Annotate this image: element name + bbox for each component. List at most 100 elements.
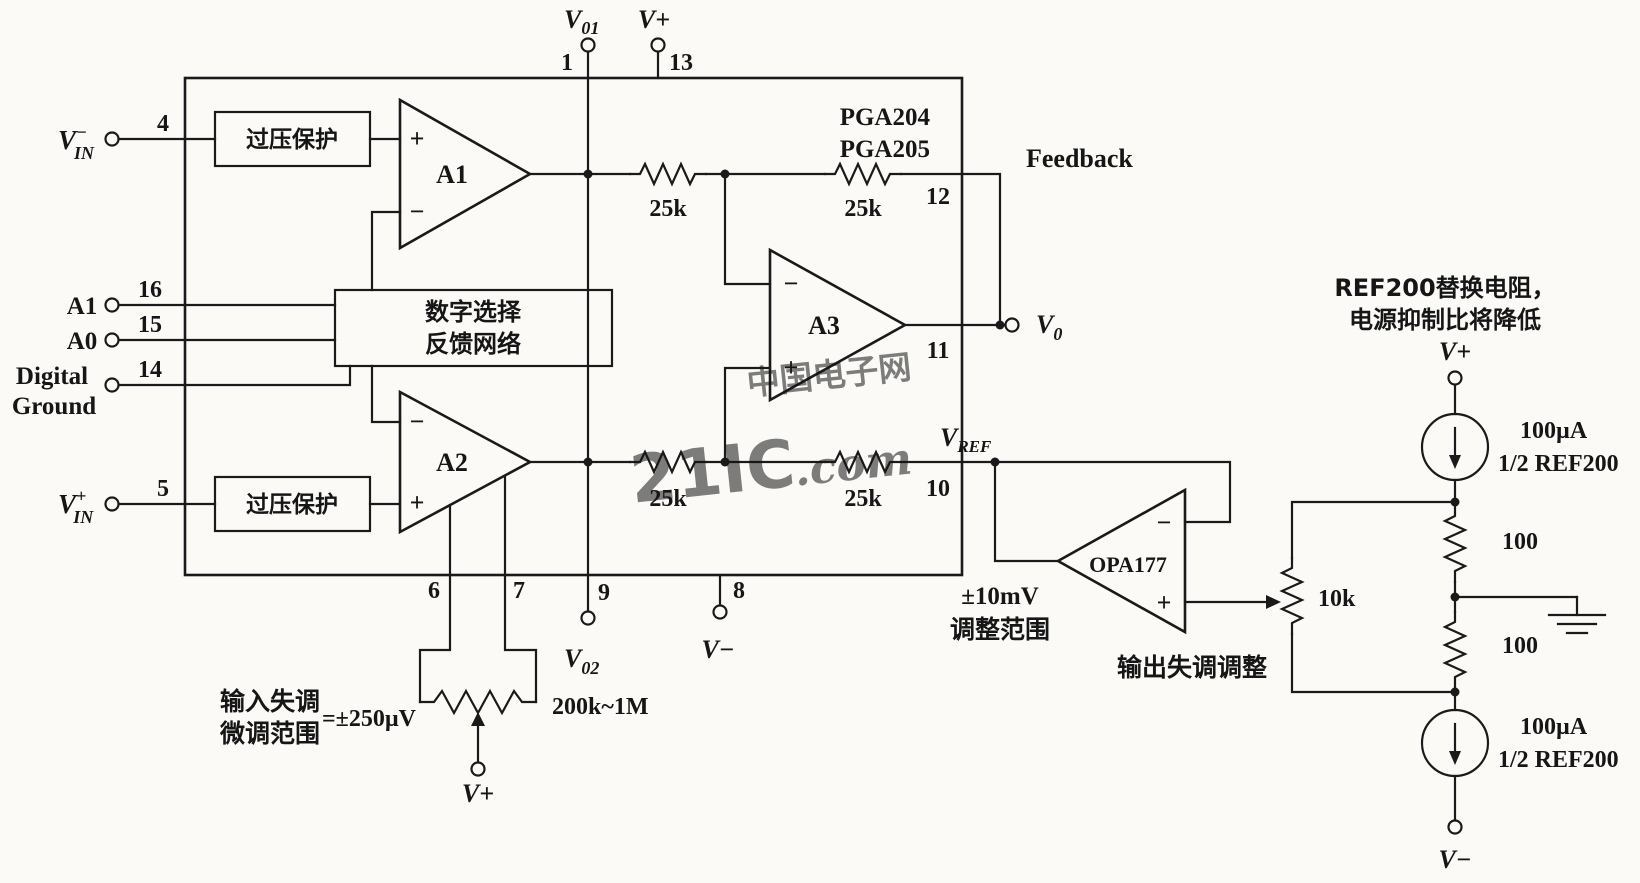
terminal-pin14: [104, 377, 120, 393]
label-25k-top-left: 25k: [649, 196, 687, 222]
pin-number-16: 16: [138, 277, 162, 303]
ic-boundary: [183, 76, 964, 577]
pin-number-1: 1: [561, 50, 573, 76]
terminal-pin4: [104, 131, 120, 147]
label-a1-select: A1: [67, 293, 98, 320]
opamp-a2: [398, 389, 533, 535]
a2-minus-sign: −: [410, 407, 425, 436]
label-opamp-a1: A1: [436, 160, 468, 189]
label-opa177: OPA177: [1089, 552, 1167, 577]
label-v02: V02: [564, 644, 599, 678]
a2-plus-sign: +: [410, 488, 425, 517]
label-input-offset-1: 输入失调: [220, 687, 320, 716]
label-network-2: 反馈网络: [425, 330, 521, 358]
label-network-1: 数字选择: [425, 298, 522, 326]
a1-minus-sign: −: [410, 197, 425, 226]
pin-number-14: 14: [138, 357, 162, 383]
pin-number-7: 7: [513, 578, 525, 604]
opa177-plus-sign: +: [1157, 588, 1172, 617]
label-cs2-current: 100µA: [1520, 714, 1588, 740]
label-pot-vplus: V+: [462, 779, 494, 808]
label-input-offset-value: =±250µV: [322, 706, 417, 732]
label-output-offset: 输出失调调整: [1117, 653, 1267, 682]
label-r100-bottom: 100: [1502, 633, 1538, 659]
terminal-v01: [580, 37, 596, 53]
terminal-chain-vminus: [1447, 819, 1463, 835]
label-cs2-device: 1/2 REF200: [1498, 747, 1619, 773]
label-feedback: Feedback: [1026, 144, 1133, 173]
label-v01: V01: [564, 5, 599, 38]
label-ovp-bottom: 过压保护: [246, 491, 338, 518]
label-cs1-current: 100µA: [1520, 418, 1588, 444]
label-adjust-range-1: ±10mV: [961, 583, 1039, 610]
label-cs1-device: 1/2 REF200: [1498, 451, 1619, 477]
label-ref200-note-1: REF200替换电阻，: [1334, 274, 1555, 302]
label-input-offset-2: 微调范围: [219, 719, 320, 748]
label-adjust-range-2: 调整范围: [950, 615, 1050, 644]
label-chain-vminus: V−: [1438, 845, 1471, 874]
label-vminus-pin8: V−: [701, 635, 734, 664]
opamp-a3: [768, 247, 908, 403]
terminal-v02: [580, 610, 596, 626]
terminal-pin15: [104, 332, 120, 348]
label-vref: VREF: [940, 423, 992, 456]
opa177-minus-sign: −: [1157, 508, 1172, 537]
label-25k-bottom-right: 25k: [844, 486, 882, 512]
pin-number-5: 5: [157, 476, 169, 502]
label-ref200-note-2: 电源抑制比将降低: [1349, 306, 1541, 334]
terminals: [104, 37, 1463, 835]
a1-plus-sign: +: [410, 124, 425, 153]
pin-number-12: 12: [926, 184, 950, 210]
label-pot-10k: 10k: [1318, 586, 1356, 612]
label-vin-neg: V−IN: [58, 122, 95, 163]
terminal-v0: [1004, 317, 1020, 333]
circuit-wires: [117, 50, 1579, 822]
label-vin-pos: V+IN: [58, 486, 94, 527]
pin-number-15: 15: [138, 312, 162, 338]
opamp-a1: [398, 97, 533, 251]
terminal-pin5: [104, 496, 120, 512]
opamp-opa177: [1055, 487, 1187, 635]
terminal-vminus-pin8: [712, 604, 728, 620]
pin-number-4: 4: [157, 111, 169, 137]
label-chain-vplus: V+: [1439, 337, 1471, 366]
feedback-network-box: [333, 288, 614, 368]
label-v0: V0: [1036, 310, 1062, 344]
pin-number-13: 13: [669, 50, 693, 76]
terminal-pin16: [104, 297, 120, 313]
watermark-suffix: .com: [792, 434, 915, 497]
label-ovp-top: 过压保护: [246, 126, 338, 153]
label-digital-ground-2: Ground: [12, 393, 96, 420]
pin-number-11: 11: [927, 338, 950, 364]
a3-minus-sign: −: [784, 269, 799, 298]
watermark: 中国电子网 21IC .com: [626, 347, 915, 519]
label-r100-top: 100: [1502, 529, 1538, 555]
label-part-pga204: PGA204: [840, 104, 931, 131]
a3-plus-sign: +: [784, 353, 799, 382]
wiper-arrow-10k: [1266, 595, 1281, 609]
junction-dots: [583, 169, 1460, 697]
label-25k-bottom-left: 25k: [649, 486, 687, 512]
label-a0-select: A0: [67, 328, 98, 355]
pin-number-8: 8: [733, 578, 745, 604]
label-opamp-a2: A2: [436, 448, 468, 477]
label-vplus-top: V+: [638, 5, 670, 34]
label-digital-ground-1: Digital: [16, 363, 88, 390]
pin-number-6: 6: [428, 578, 440, 604]
label-25k-top-right: 25k: [844, 196, 882, 222]
overvoltage-protect-box-bottom: [213, 475, 372, 533]
pin-number-9: 9: [598, 580, 610, 606]
label-pot-200k: 200k~1M: [552, 694, 648, 720]
terminal-vplus-top: [650, 37, 666, 53]
terminal-pot-vplus: [470, 761, 486, 777]
pin-number-10: 10: [926, 476, 950, 502]
overvoltage-protect-box-top: [213, 110, 372, 168]
label-part-pga205: PGA205: [840, 136, 930, 163]
watermark-brand: 21IC: [626, 425, 798, 519]
terminal-chain-vplus: [1447, 370, 1463, 386]
label-opamp-a3: A3: [808, 311, 840, 340]
wiper-arrow-200k: [471, 712, 485, 726]
